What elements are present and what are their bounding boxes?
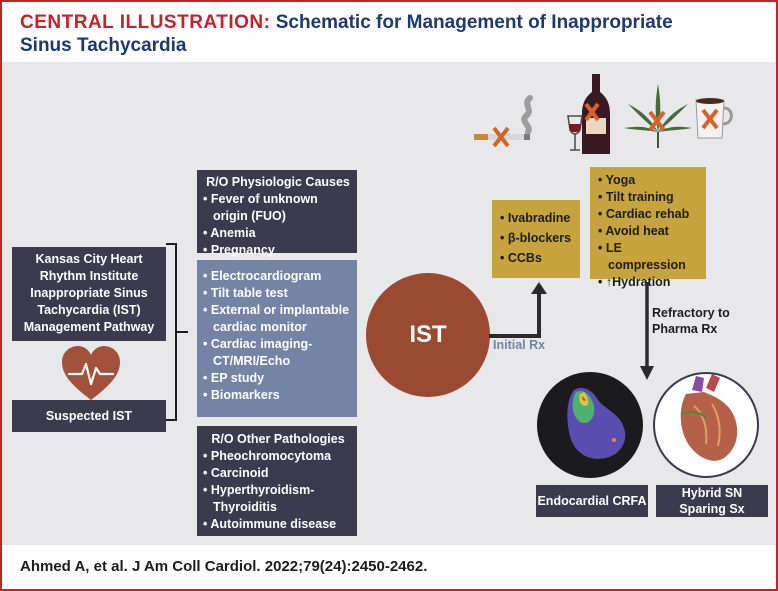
medications-box: Ivabradine β-blockers CCBs [492, 200, 580, 278]
list-item: Ivabradine [500, 208, 576, 228]
physiologic-list: Fever of unknown origin (FUO) Anemia Pre… [203, 191, 353, 259]
lifestyle-list: Yoga Tilt training Cardiac rehab Avoid h… [598, 172, 702, 291]
suspected-ist-box: Suspected IST [12, 400, 166, 432]
list-item: Cardiac imaging-CT/MRI/Echo [203, 336, 353, 370]
hybrid-line-2: Sparing Sx [679, 502, 745, 516]
footer: Ahmed A, et al. J Am Coll Cardiol. 2022;… [2, 545, 776, 589]
refractory-label: Refractory to Pharma Rx [652, 305, 730, 337]
other-pathologies-box: R/O Other Pathologies Pheochromocytoma C… [197, 426, 357, 536]
refractory-arrow [640, 282, 654, 380]
list-item: β-blockers [500, 228, 576, 248]
refractory-line-2: Pharma Rx [652, 322, 718, 336]
list-item: Cardiac rehab [598, 206, 702, 223]
citation: Ahmed A, et al. J Am Coll Cardiol. 2022;… [20, 558, 428, 575]
physiologic-title: R/O Physiologic Causes [206, 175, 350, 189]
pathway-line: Management Pathway [23, 320, 155, 334]
ist-label: IST [409, 321, 447, 348]
list-item: LE compression [598, 240, 702, 274]
other-pathologies-title: R/O Other Pathologies [211, 432, 345, 446]
list-item: Tilt table test [203, 285, 353, 302]
other-pathologies-list: Pheochromocytoma Carcinoid Hyperthyroidi… [203, 448, 353, 533]
title-line-2: Sinus Tachycardia [20, 35, 187, 56]
pathway-bracket [166, 243, 188, 421]
physiologic-causes-box: R/O Physiologic Causes Fever of unknown … [197, 170, 357, 257]
list-item: Fever of unknown origin (FUO) [203, 191, 353, 225]
list-item: Electrocardiogram [203, 268, 353, 285]
list-item: Hyperthyroidism-Thyroiditis [203, 482, 353, 516]
list-item: CCBs [500, 248, 576, 268]
header-line-1: CENTRAL ILLUSTRATION: Schematic for Mana… [20, 12, 673, 34]
pathway-line: Tachycardia (IST) [37, 303, 141, 317]
central-illustration-label: CENTRAL ILLUSTRATION: [20, 12, 271, 33]
diagram-panel: Kansas City Heart Rhythm Institute Inapp… [2, 62, 776, 545]
pathway-box: Kansas City Heart Rhythm Institute Inapp… [12, 247, 166, 341]
wine-icon [567, 74, 610, 154]
heart-ecg-icon [62, 346, 120, 400]
list-item: Carcinoid [203, 465, 353, 482]
list-item: Yoga [598, 172, 702, 189]
list-item: Anemia [203, 225, 353, 242]
list-item: EP study [203, 370, 353, 387]
title-line-1: Schematic for Management of Inappropriat… [270, 12, 673, 33]
medications-list: Ivabradine β-blockers CCBs [500, 208, 576, 268]
list-item: Pregnancy [203, 242, 353, 259]
pathway-line: Rhythm Institute [39, 269, 139, 283]
list-item: Tilt training [598, 189, 702, 206]
header: CENTRAL ILLUSTRATION: Schematic for Mana… [2, 2, 776, 62]
list-item: Autoimmune disease [203, 516, 353, 533]
ist-circle: IST [366, 273, 490, 397]
hybrid-heart-image [653, 372, 759, 478]
pathway-line: Kansas City Heart [35, 252, 143, 266]
lifestyle-box: Yoga Tilt training Cardiac rehab Avoid h… [590, 167, 706, 289]
coffee-mug-icon [695, 98, 733, 139]
initial-rx-arrow [489, 282, 547, 338]
endocardial-map-image [537, 372, 643, 478]
diagnostic-tests-box: Electrocardiogram Tilt table test Extern… [197, 260, 357, 417]
endocardial-crfa-label: Endocardial CRFA [537, 494, 647, 508]
initial-rx-label: Initial Rx [493, 338, 546, 352]
cannabis-leaf-icon [624, 84, 692, 148]
hybrid-sn-box: Hybrid SN Sparing Sx [656, 485, 768, 517]
list-item: External or implantable cardiac monitor [203, 302, 353, 336]
list-item: ↑Hydration [598, 274, 702, 291]
endocardial-crfa-box: Endocardial CRFA [536, 485, 648, 517]
hybrid-line-1: Hybrid SN [681, 486, 743, 500]
tests-list: Electrocardiogram Tilt table test Extern… [203, 268, 353, 404]
list-item: Avoid heat [598, 223, 702, 240]
refractory-line-1: Refractory to [652, 306, 730, 320]
pathway-line: Inappropriate Sinus [30, 286, 148, 300]
suspected-ist-label: Suspected IST [45, 409, 133, 423]
list-item: Pheochromocytoma [203, 448, 353, 465]
cigarette-icon [474, 95, 533, 148]
list-item: Biomarkers [203, 387, 353, 404]
